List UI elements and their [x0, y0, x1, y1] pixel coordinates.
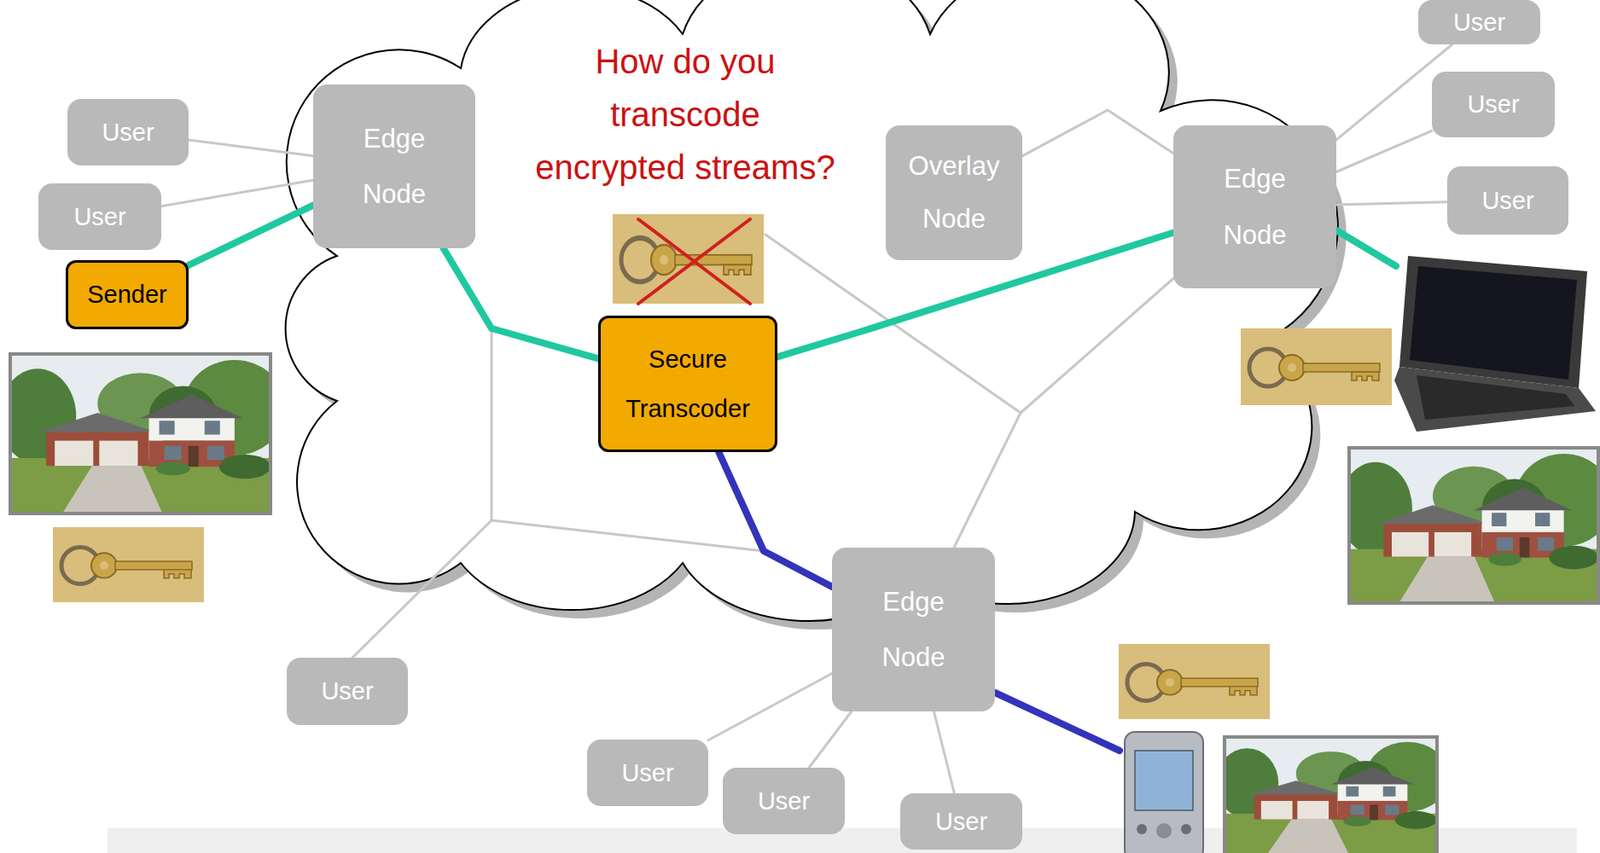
user-box: User: [900, 793, 1023, 850]
node-text: Secure Transcoder: [613, 334, 763, 434]
node-text: User: [621, 758, 674, 789]
node-text: User: [320, 676, 373, 707]
network-link: [1336, 130, 1432, 172]
stream-path: [443, 248, 599, 359]
node-text: Edge Node: [871, 574, 957, 686]
key-image: [52, 527, 204, 603]
user-box: User: [1418, 0, 1541, 45]
network-link: [708, 674, 832, 741]
network-link: [954, 279, 1174, 549]
node-text: User: [935, 807, 988, 838]
key-image: [1240, 328, 1392, 406]
node-text: Sender: [87, 279, 168, 310]
user-box: User: [722, 768, 845, 835]
node-text: User: [1481, 186, 1534, 216]
overlay-node-box: Overlay Node: [885, 125, 1023, 261]
blue-stream-tail: [994, 692, 1120, 751]
green-stream-tail: [1336, 230, 1397, 267]
node-text: Edge Node: [1212, 151, 1298, 262]
cross-mark: [638, 219, 751, 304]
node-text: Edge Node: [351, 110, 437, 222]
node-text: Overlay Node: [901, 139, 1008, 246]
network-link: [933, 711, 955, 794]
network-link: [161, 180, 314, 207]
user-box: User: [67, 98, 189, 166]
key-image: [1118, 644, 1270, 720]
user-box: User: [587, 739, 709, 807]
pda-device: [1124, 732, 1204, 853]
user-box: User: [38, 183, 162, 251]
laptop-device: [1394, 256, 1596, 432]
edge-node-box: Edge Node: [1173, 125, 1337, 289]
house-photo: [1338, 446, 1600, 606]
user-box: User: [1447, 166, 1569, 235]
transcoded-stream-path: [718, 452, 832, 588]
user-box: User: [286, 657, 408, 726]
network-link: [1336, 202, 1448, 205]
node-text: User: [1466, 89, 1519, 120]
node-text: User: [101, 117, 154, 148]
node-text: User: [73, 202, 126, 233]
house-photo: [1216, 735, 1450, 853]
network-link: [188, 139, 314, 157]
secure-transcoder-box: Secure Transcoder: [598, 315, 778, 453]
node-text: User: [757, 786, 810, 817]
network-link: [808, 711, 852, 768]
network-link: [1022, 110, 1174, 157]
edge-node-box: Edge Node: [832, 547, 995, 712]
network-cloud: [285, 0, 1347, 630]
node-text: User: [1453, 7, 1506, 38]
house-photo: [0, 352, 286, 516]
sender-box: Sender: [65, 260, 189, 330]
question-callout: How do you transcode encrypted streams?: [532, 34, 838, 194]
edge-node-box: Edge Node: [313, 84, 476, 249]
user-box: User: [1431, 71, 1555, 138]
stream-path: [188, 205, 314, 266]
key-image: [612, 214, 764, 304]
